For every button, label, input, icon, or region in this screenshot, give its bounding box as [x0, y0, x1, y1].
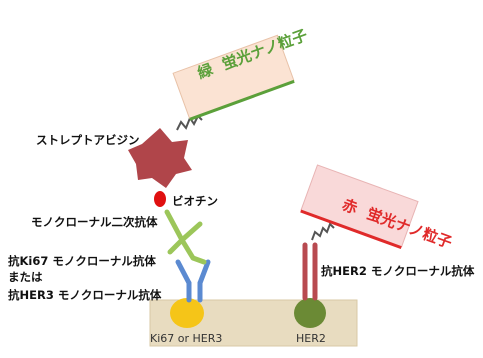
- red-nanoparticle: [300, 164, 419, 250]
- primary-antibody-label-2: または: [8, 270, 43, 284]
- primary-antibody-label-1: 抗Ki67 モノクローナル抗体: [8, 254, 156, 268]
- antigen-her2: [294, 298, 326, 328]
- her2-antibody-label: 抗HER2 モノクローナル抗体: [321, 264, 475, 278]
- antigen-ki67-her3: [170, 298, 204, 328]
- antigen-right-label: HER2: [296, 332, 326, 345]
- linker-red: [311, 222, 335, 241]
- her2-antibody: [302, 242, 318, 301]
- antigen-left-label: Ki67 or HER3: [150, 332, 223, 345]
- primary-antibody: [175, 259, 211, 303]
- green-nanoparticle: [172, 34, 295, 121]
- biotin-label: ビオチン: [172, 194, 218, 208]
- biotin-marker: [154, 191, 166, 207]
- primary-antibody-label-3: 抗HER3 モノクローナル抗体: [8, 288, 162, 302]
- secondary-antibody-label: モノクローナル二次抗体: [31, 215, 158, 229]
- streptavidin-shape: [128, 128, 192, 188]
- streptavidin-label: ストレプトアビジン: [36, 133, 140, 147]
- secondary-antibody: [164, 209, 207, 265]
